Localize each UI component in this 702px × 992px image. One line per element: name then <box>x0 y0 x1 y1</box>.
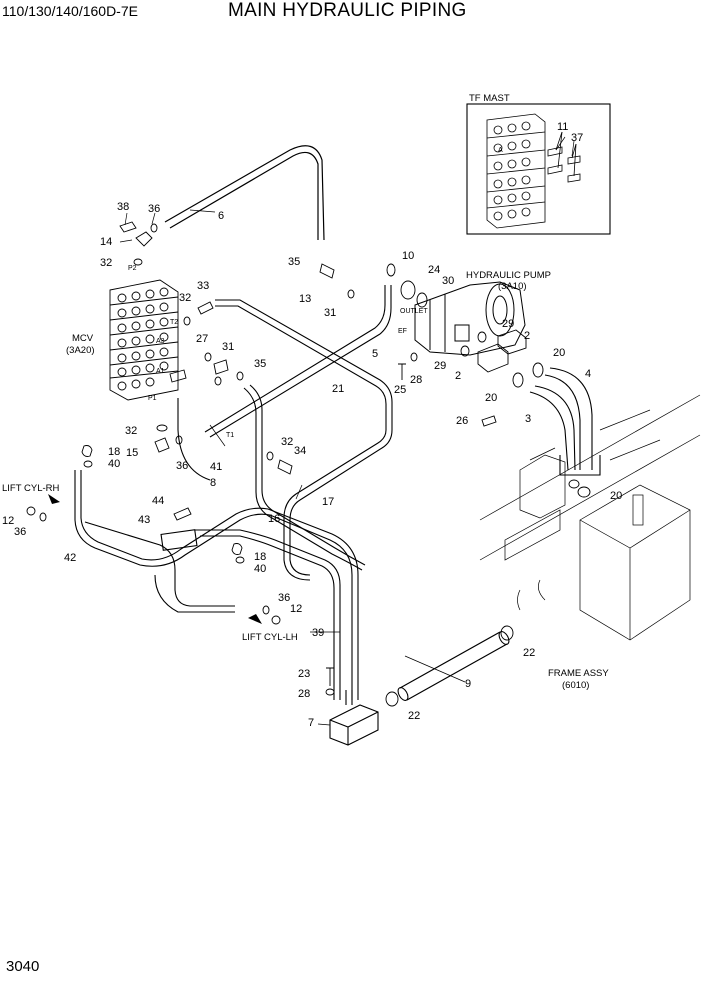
callout-22: 22 <box>523 647 535 659</box>
page-title: MAIN HYDRAULIC PIPING <box>228 0 467 21</box>
tf-mast-label: TF MAST <box>469 93 510 104</box>
arrow-lift-cyl-lh <box>248 614 262 624</box>
callout-38: 38 <box>117 201 129 213</box>
callout-8: 8 <box>210 477 216 489</box>
callout-36: 36 <box>14 526 26 538</box>
callout-7: 7 <box>308 717 314 729</box>
port-a: A <box>498 147 503 154</box>
callout-42: 42 <box>64 552 76 564</box>
callout-43: 43 <box>138 514 150 526</box>
callout-27: 27 <box>196 333 208 345</box>
callout-23: 23 <box>298 668 310 680</box>
callout-25: 25 <box>394 384 406 396</box>
callout-13: 13 <box>299 293 311 305</box>
port-a1: A1 <box>156 368 165 375</box>
tf-mast-valve-drawing <box>486 113 581 229</box>
callout-31: 31 <box>222 341 234 353</box>
callout-34: 34 <box>294 445 306 457</box>
callout-26: 26 <box>456 415 468 427</box>
fittings <box>26 221 591 707</box>
port-t2: T2 <box>170 319 178 326</box>
callout-21: 21 <box>332 383 344 395</box>
mcv-ref: (3A20) <box>66 345 95 356</box>
callout-12: 12 <box>290 603 302 615</box>
callout-24: 24 <box>428 264 440 276</box>
header: 110/130/140/160D-7E MAIN HYDRAULIC PIPIN… <box>0 0 702 30</box>
callout-30: 30 <box>442 275 454 287</box>
callout-40: 40 <box>254 563 266 575</box>
arrow-lift-cyl-rh <box>48 494 60 504</box>
callout-10: 10 <box>402 250 414 262</box>
callout-35: 35 <box>288 256 300 268</box>
model-code: 110/130/140/160D-7E <box>2 3 138 19</box>
port-a3: A3 <box>156 338 165 345</box>
callout-44: 44 <box>152 495 164 507</box>
callout-29: 29 <box>502 318 514 330</box>
mcv-label: MCV <box>72 333 94 344</box>
port-p1: P1 <box>148 395 157 402</box>
callout-36: 36 <box>176 460 188 472</box>
callout-2: 2 <box>455 370 461 382</box>
callout-32: 32 <box>281 436 293 448</box>
callout-32: 32 <box>100 257 112 269</box>
callout-18: 18 <box>254 551 266 563</box>
callout-37: 37 <box>571 132 583 144</box>
callout-41: 41 <box>210 461 222 473</box>
lift-cyl-rh-label: LIFT CYL-RH <box>2 483 60 494</box>
outlet-label: OUTLET <box>400 308 428 315</box>
tf-mast-inset-box <box>466 103 611 235</box>
callout-17: 17 <box>322 496 334 508</box>
callout-32: 32 <box>179 292 191 304</box>
hydraulic-pump-body <box>414 281 526 356</box>
frame-assy-label: FRAME ASSY <box>548 668 609 679</box>
callout-32: 32 <box>125 425 137 437</box>
hydraulic-pump-ref: (3A10) <box>498 281 527 292</box>
hydraulic-pump-label: HYDRAULIC PUMP <box>466 270 551 281</box>
callout-11: 11 <box>557 121 568 133</box>
callout-20: 20 <box>485 392 497 404</box>
port-p2: P2 <box>128 265 137 272</box>
callout-20: 20 <box>610 490 622 502</box>
callout-28: 28 <box>410 374 422 386</box>
callout-35: 35 <box>254 358 266 370</box>
lift-cyl-lh-label: LIFT CYL-LH <box>242 632 298 643</box>
callout-12: 12 <box>2 515 14 527</box>
callout-33: 33 <box>197 280 209 292</box>
mcv-valve-bank <box>109 279 179 401</box>
callout-2: 2 <box>524 330 530 342</box>
callout-3: 3 <box>525 413 531 425</box>
callout-29: 29 <box>434 360 446 372</box>
ef-label: EF <box>398 328 407 335</box>
callout-4: 4 <box>585 368 591 380</box>
callout-15: 15 <box>126 447 138 459</box>
callout-36: 36 <box>278 592 290 604</box>
pipe-clamp-43 <box>160 529 198 551</box>
page-number: 3040 <box>6 958 40 975</box>
callout-36: 36 <box>148 203 160 215</box>
callout-18: 18 <box>108 446 120 458</box>
callout-14: 14 <box>100 236 112 248</box>
callout-28: 28 <box>298 688 310 700</box>
callout-22: 22 <box>408 710 420 722</box>
callout-9: 9 <box>465 678 471 690</box>
callout-31: 31 <box>324 307 336 319</box>
callout-16: 16 <box>268 513 280 525</box>
callout-40: 40 <box>108 458 120 470</box>
callout-6: 6 <box>218 210 224 222</box>
port-t1: T1 <box>226 432 234 439</box>
frame-assy-ref: (6010) <box>562 680 589 691</box>
frame-assy-sketch <box>479 394 701 641</box>
callout-5: 5 <box>372 348 378 360</box>
connector-block-7 <box>329 704 379 746</box>
callout-39: 39 <box>312 627 324 639</box>
callout-20: 20 <box>553 347 565 359</box>
